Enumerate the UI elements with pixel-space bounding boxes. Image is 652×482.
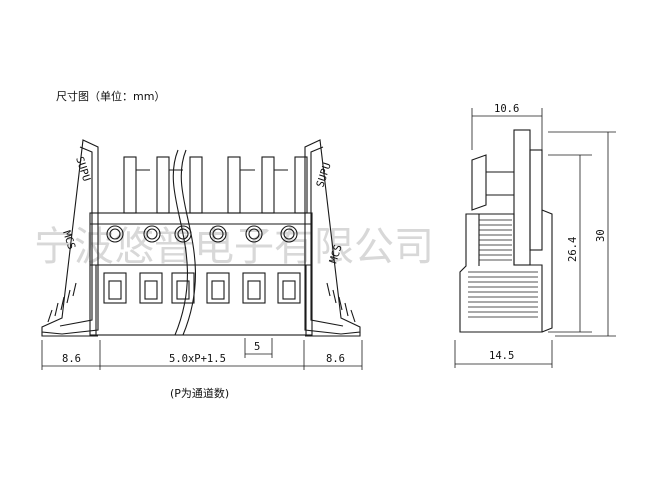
left-mark-text: MCS [60, 229, 77, 251]
dim-inner-height-text: 26.4 [567, 237, 579, 262]
side-flange [513, 129, 531, 266]
drawing-title: 尺寸图（单位：mm） [56, 89, 165, 103]
side-dimensions [454, 108, 616, 368]
side-body [459, 213, 543, 333]
front-view [41, 139, 361, 337]
dim-left-text: 8.6 [62, 353, 81, 365]
side-ribs [468, 219, 538, 318]
screw-row [106, 225, 298, 243]
right-lock-lever [304, 139, 361, 337]
dim-pitch-text: 5 [254, 341, 260, 353]
side-view [459, 129, 553, 333]
dim-middle-text: 5.0xP+1.5 [169, 353, 226, 365]
dim-top-text: 10.6 [494, 103, 519, 115]
front-dimensions [41, 338, 363, 370]
channel-caption: (P为通道数) [170, 386, 229, 400]
dim-bottom-text: 14.5 [489, 350, 514, 362]
right-mark-text: MCS [327, 243, 344, 265]
left-brand-text: SUPU [73, 155, 92, 183]
left-lock-lever [41, 139, 99, 337]
wire-entry-row [103, 272, 301, 304]
dim-right-text: 8.6 [326, 353, 345, 365]
upper-fingers [123, 156, 308, 214]
right-brand-text: SUPU [314, 161, 333, 189]
housing-body [89, 212, 313, 336]
dim-total-height-text: 30 [595, 229, 607, 242]
watermark-text: 宁波悠普电子有限公司 [34, 224, 434, 270]
